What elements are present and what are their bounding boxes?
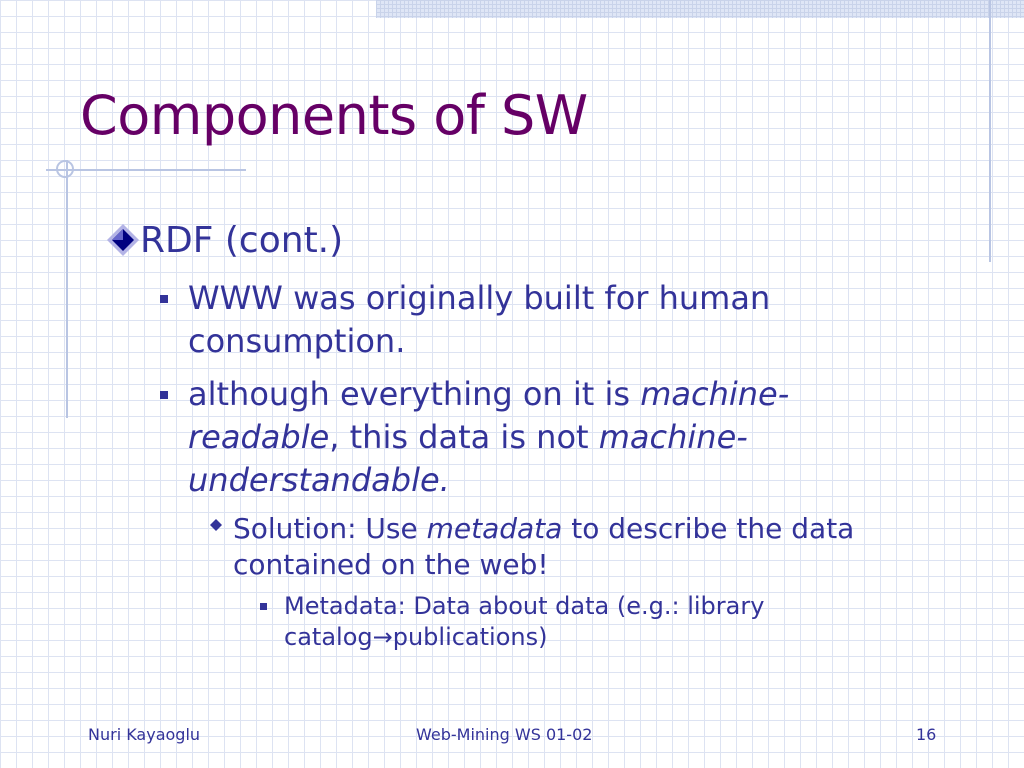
- bullet-level2-machine-text: although everything on it is machine-rea…: [188, 373, 880, 502]
- bullet-level3-solution: Solution: Use metadata to describe the d…: [210, 511, 910, 583]
- footer-page-number: 16: [916, 725, 937, 744]
- title-underline-rule: [46, 169, 246, 171]
- bullet-level1-text: RDF (cont.): [140, 220, 344, 261]
- text-run: to describe the data contained on the we…: [233, 512, 855, 581]
- right-arrow-icon: →: [372, 623, 393, 651]
- footer-author: Nuri Kayaoglu: [88, 725, 201, 744]
- text-run: Solution: Use: [233, 512, 427, 545]
- corner-circle-decoration: [56, 160, 74, 178]
- footer-course: Web-Mining WS 01-02: [416, 725, 593, 744]
- bullet-level2-www: WWW was originally built for human consu…: [160, 277, 880, 363]
- square-bullet-icon: [160, 295, 168, 303]
- emphasis-metadata: metadata: [426, 512, 563, 545]
- text-run: although everything on it is: [188, 375, 641, 413]
- text-run: , this data is not: [329, 418, 599, 456]
- emphasis-machine-readable: machine-readable: [188, 375, 790, 456]
- bullet-level1: RDF (cont.): [106, 220, 343, 261]
- emphasis-machine-understandable: machine-understandable.: [188, 418, 748, 499]
- small-diamond-bullet-icon: [210, 519, 222, 531]
- bullet-level2-machine: although everything on it is machine-rea…: [160, 373, 880, 502]
- bullet-level4-metadata: Metadata: Data about data (e.g.: library…: [260, 591, 820, 653]
- diamond-bullet-icon: [107, 224, 139, 256]
- slide-title: Components of SW: [80, 84, 588, 147]
- bullet-level4-metadata-text: Metadata: Data about data (e.g.: library…: [284, 591, 820, 653]
- left-vertical-rule: [66, 160, 68, 418]
- bullet-level2-www-text: WWW was originally built for human consu…: [188, 279, 771, 360]
- bullet-level3-solution-text: Solution: Use metadata to describe the d…: [233, 511, 910, 583]
- square-bullet-icon: [260, 603, 267, 610]
- square-bullet-icon: [160, 391, 168, 399]
- header-decoration-band: [376, 0, 1024, 18]
- text-run: Metadata: Data about data (e.g.: library…: [284, 592, 765, 651]
- text-run: publications): [392, 623, 548, 651]
- right-vertical-rule: [989, 0, 991, 262]
